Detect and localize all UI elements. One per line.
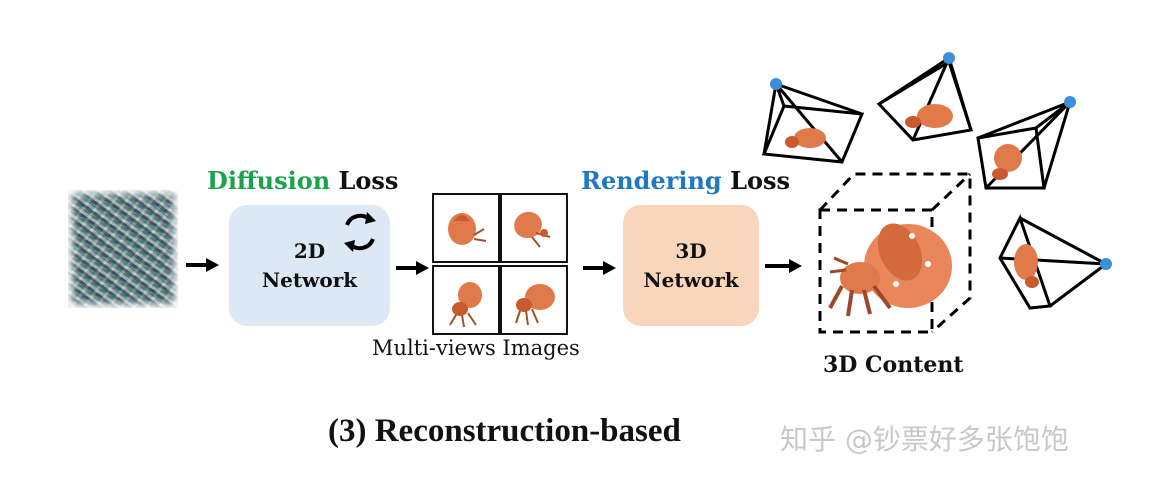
multiview-image-4 (500, 265, 568, 335)
arrow-noise-to-2d (186, 258, 219, 272)
rendering-loss-label: Rendering Loss (581, 166, 790, 195)
figure-title: (3) Reconstruction-based (328, 413, 681, 449)
multiview-image-3 (432, 265, 500, 335)
cycle-icon (344, 212, 376, 252)
diffusion-loss-label: Diffusion Loss (207, 166, 398, 195)
network-3d-box: 3D Network (623, 205, 759, 326)
multiview-image-2 (500, 193, 568, 263)
rendering-word: Rendering (581, 166, 722, 195)
network-3d-line2: Network (643, 267, 739, 292)
multiview-caption: Multi-views Images (372, 336, 580, 360)
noise-image (68, 190, 178, 308)
watermark: 知乎 @钞票好多张饱饱 (780, 423, 1069, 456)
network-2d-line2: Network (261, 267, 358, 292)
camera-3 (976, 96, 1076, 190)
hermit-crab-icon (828, 223, 952, 317)
arrow-2d-to-views (396, 261, 429, 275)
arrow-views-to-3d (583, 261, 616, 275)
camera-4 (998, 214, 1112, 310)
diffusion-word: Diffusion (207, 166, 331, 195)
camera-1 (762, 78, 865, 164)
rendering-loss-word: Loss (730, 166, 790, 195)
content-3d-cube (818, 172, 972, 334)
hermit-crab-icon (515, 284, 555, 326)
network-2d-box: 2D Network (229, 205, 390, 326)
multiview-image-1 (432, 193, 500, 263)
camera-2 (876, 52, 973, 142)
hermit-crab-icon (449, 282, 482, 328)
network-2d-line1: 2D (293, 238, 326, 263)
hermit-crab-icon (514, 211, 551, 248)
arrow-3d-to-content (765, 259, 802, 273)
diffusion-loss-word: Loss (338, 166, 399, 195)
content-caption: 3D Content (823, 352, 964, 378)
network-3d-line1: 3D (675, 238, 707, 263)
hermit-crab-icon (448, 213, 487, 245)
